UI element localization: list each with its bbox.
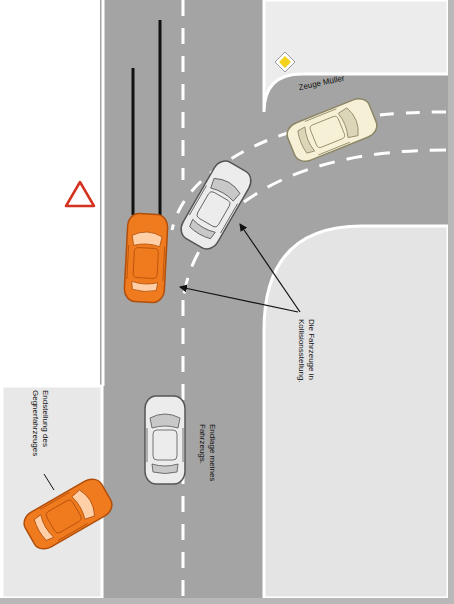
- car-side: [183, 428, 184, 462]
- road-surface: [100, 0, 454, 604]
- frame: [0, 598, 454, 604]
- car-roof: [309, 115, 346, 148]
- priority-sign: [275, 52, 295, 72]
- lane-marking: [182, 0, 185, 180]
- car-side: [189, 186, 206, 215]
- car: [284, 95, 381, 165]
- car-windshield: [132, 231, 163, 247]
- car-body: [124, 213, 169, 303]
- annotation-label: Endstellung des Gegnerfahrzeuges: [30, 390, 50, 466]
- car-side: [147, 428, 148, 462]
- car-rear-window: [152, 464, 178, 474]
- frame: [448, 0, 454, 604]
- car-roof: [153, 430, 177, 460]
- car-body: [145, 396, 185, 484]
- car-rear-window: [131, 281, 157, 292]
- corner-block: [264, 226, 448, 598]
- car-roof: [133, 247, 159, 278]
- car-side: [305, 109, 337, 122]
- warning-triangle: [66, 182, 94, 206]
- car-side: [163, 247, 165, 281]
- car-rear-window: [188, 219, 215, 240]
- leader-line: [44, 474, 54, 490]
- skid-mark: [132, 68, 135, 215]
- car-side: [221, 204, 238, 233]
- vehicles: [20, 95, 380, 553]
- car-body: [177, 157, 256, 253]
- car-side: [58, 524, 87, 541]
- skid-mark: [159, 20, 162, 215]
- annotation-label: Die Fahrzeuge in Kollisionsstellung.: [296, 319, 316, 405]
- car-roof: [45, 499, 83, 535]
- car: [145, 396, 185, 484]
- road-edge: [102, 0, 105, 386]
- car: [177, 157, 256, 253]
- car-rear-window: [32, 515, 53, 542]
- priority-sign: [279, 56, 291, 68]
- car-roof: [196, 190, 232, 228]
- car-body: [284, 95, 381, 165]
- car-body: [20, 475, 116, 554]
- car-windshield: [150, 414, 180, 428]
- car-side: [40, 492, 69, 509]
- car-side: [127, 245, 129, 279]
- car-rear-window: [296, 127, 315, 155]
- corner-block: [264, 0, 448, 112]
- leader-arrow: [180, 287, 298, 312]
- car: [20, 475, 116, 554]
- annotation-label: Endlage meines Fahrzeugs.: [197, 424, 217, 496]
- car-side: [318, 142, 350, 155]
- car: [124, 213, 169, 303]
- leader-arrow: [240, 224, 300, 312]
